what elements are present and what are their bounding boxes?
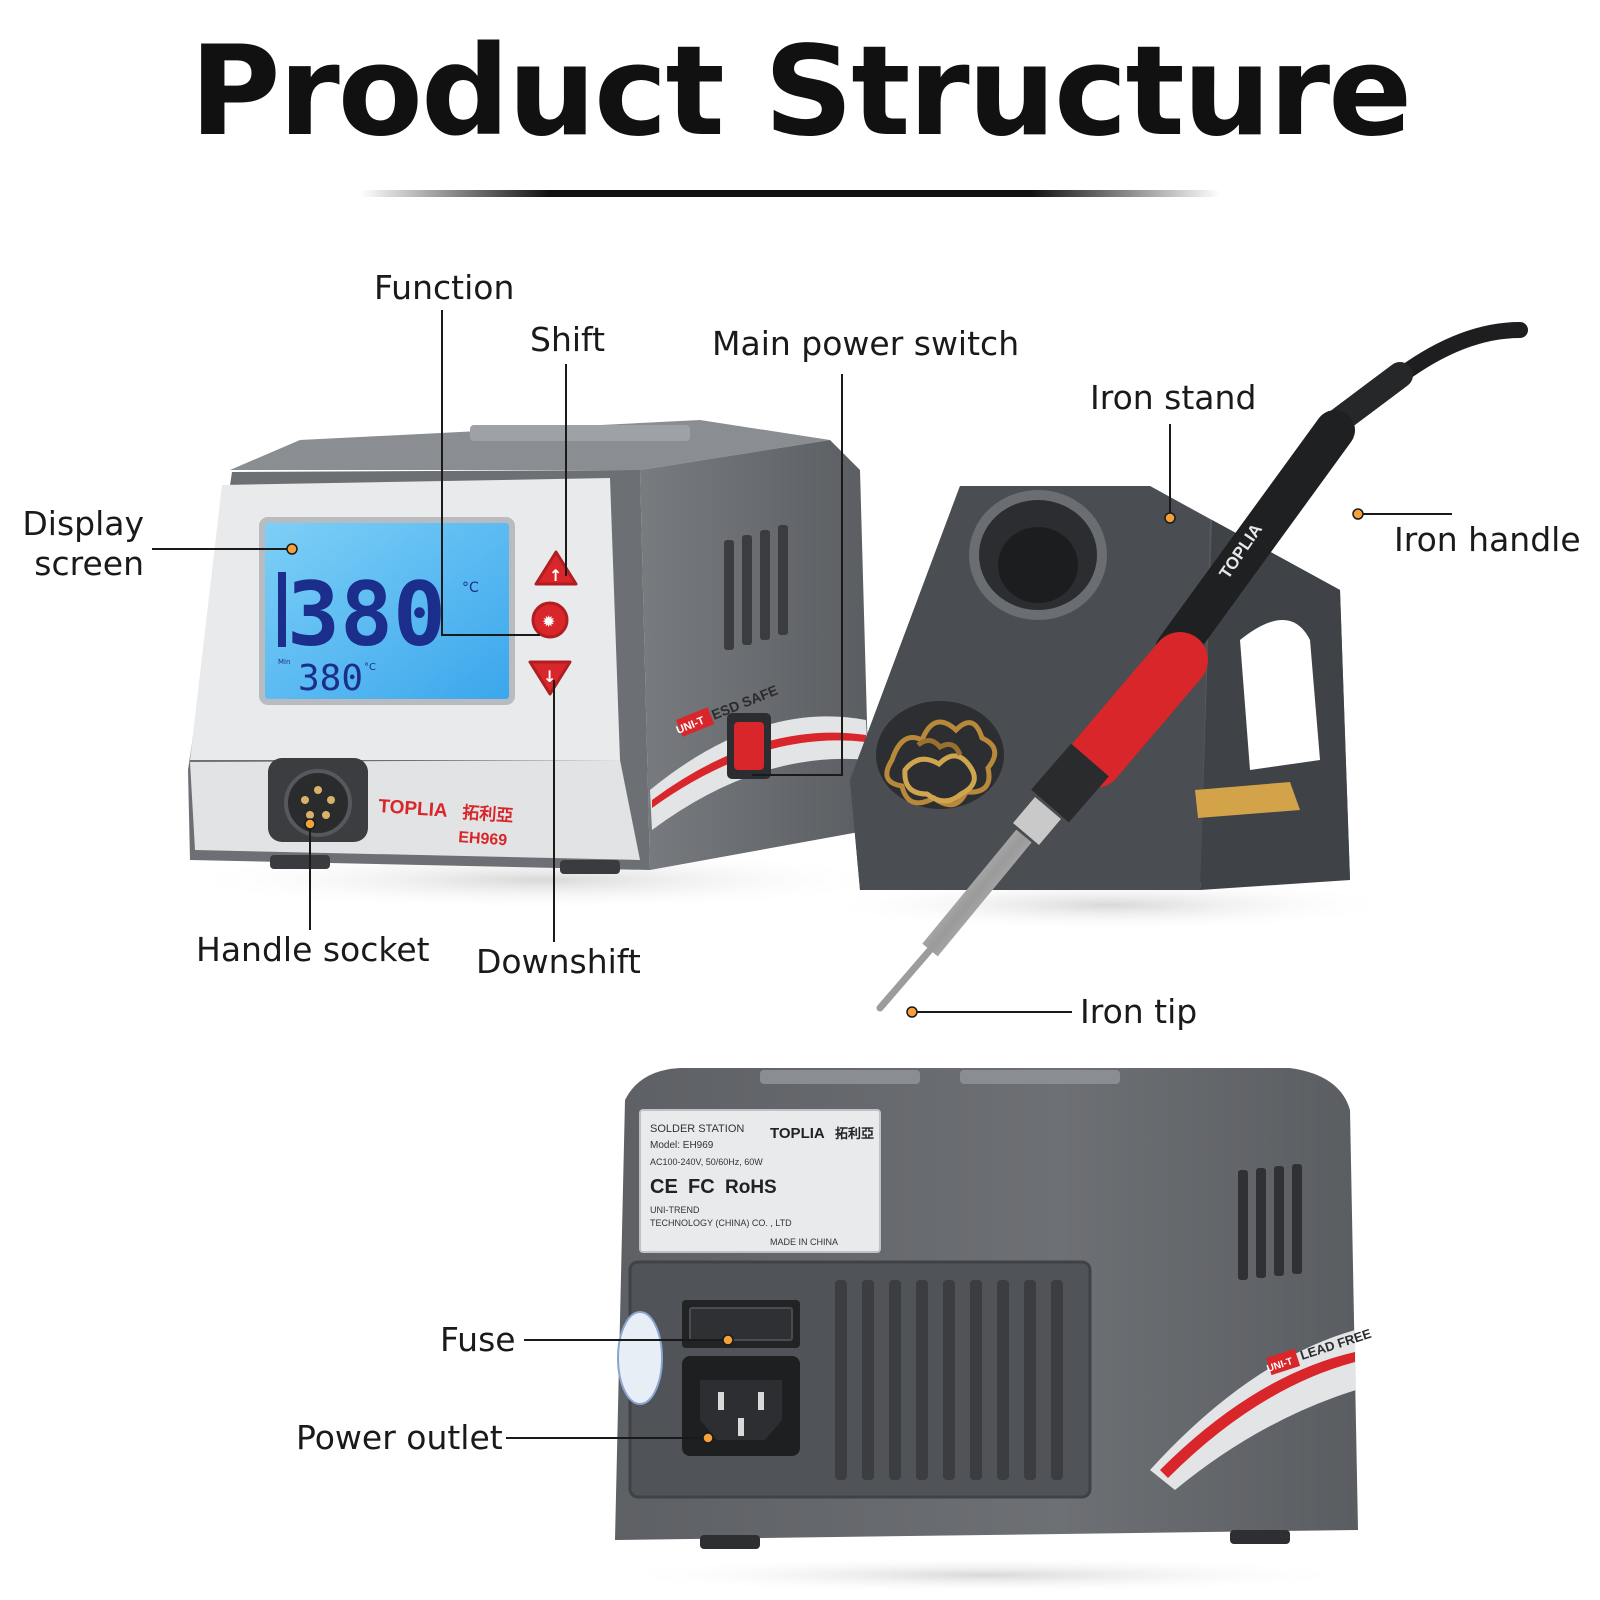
- main-power-switch-rocker[interactable]: [734, 722, 764, 770]
- callout-leaders: [152, 310, 1452, 1439]
- front-brand-text: TOPLIA: [378, 796, 449, 822]
- callout-function: Function: [374, 268, 515, 307]
- shift-arrow-icon: ↑: [549, 566, 562, 585]
- front-unit-foot-right: [560, 860, 620, 874]
- front-unit-shadow: [180, 850, 900, 910]
- dot-iron-tip: [906, 1006, 918, 1018]
- callout-power-outlet: Power outlet: [296, 1418, 503, 1457]
- label-rating: AC100-240V, 50/60Hz, 60W: [650, 1157, 763, 1167]
- downshift-button[interactable]: [528, 660, 572, 696]
- front-unit-side-vents: [724, 525, 788, 650]
- iron-stand-cradle-opening: [1240, 620, 1320, 770]
- dot-display-screen: [286, 543, 298, 555]
- callout-dots: [286, 508, 1364, 1444]
- iron-barrel: [922, 829, 1032, 957]
- front-model-text: EH969: [458, 829, 508, 849]
- qc-sticker: [617, 1311, 663, 1405]
- title-underline: [360, 190, 1220, 197]
- label-rohs-mark: RoHS: [725, 1177, 777, 1198]
- callout-iron-handle: Iron handle: [1394, 520, 1581, 559]
- function-button[interactable]: [531, 601, 569, 639]
- lcd-small-label: Min: [278, 658, 290, 666]
- label-product-line: SOLDER STATION: [650, 1123, 744, 1135]
- power-outlet-pin-left: [718, 1392, 724, 1410]
- front-unit-foot-left: [270, 855, 330, 869]
- callout-fuse: Fuse: [440, 1320, 516, 1359]
- callout-main-power-switch: Main power switch: [712, 324, 1020, 363]
- iron-nut: [1013, 797, 1061, 845]
- rear-unit-top-rib-right: [960, 1070, 1120, 1084]
- label-brand-cjk: 拓利亞: [835, 1126, 874, 1142]
- iron-strain-relief: [1327, 362, 1413, 433]
- front-unit-side-swoosh: [650, 716, 868, 830]
- rear-unit-side-red-stripe: [1160, 1352, 1355, 1478]
- lcd-main-unit: °C: [462, 580, 479, 596]
- front-side-badge: [676, 707, 715, 737]
- brass-wool: [884, 719, 998, 808]
- rear-station-unit: SOLDER STATION TOPLIA 拓利亞 Model: EH969 A…: [605, 1068, 1373, 1593]
- label-origin: MADE IN CHINA: [770, 1237, 838, 1247]
- handle-socket-pins: [301, 786, 335, 819]
- iron-holder-cup-inner: [998, 527, 1078, 603]
- front-station-unit: 380 °C 380 °C Min ↑ ✹ ↓ TOPLIA 拓利亞 E: [180, 420, 900, 910]
- dot-iron-handle: [1352, 508, 1364, 520]
- fuse-drawer[interactable]: [689, 1307, 793, 1341]
- label-ce-mark: CE: [650, 1176, 678, 1198]
- rear-spec-label: [639, 1109, 881, 1253]
- soldering-iron: TOPLIA: [876, 322, 1528, 1012]
- label-model: Model: EH969: [650, 1140, 714, 1151]
- callout-display-screen-line1: Display: [22, 504, 144, 543]
- front-brand-text-cjk: 拓利亞: [462, 802, 514, 827]
- leader-main-power-switch: [752, 374, 843, 776]
- callout-display-screen: Display screen: [18, 504, 144, 584]
- dot-power-outlet: [702, 1432, 714, 1444]
- callout-display-screen-line2: screen: [34, 544, 144, 583]
- callout-downshift: Downshift: [476, 942, 641, 981]
- rear-unit-foot-left: [700, 1535, 760, 1549]
- lcd-main-reading: 380: [287, 563, 446, 666]
- label-brand: TOPLIA: [770, 1125, 825, 1142]
- callout-shift: Shift: [530, 320, 606, 359]
- callout-handle-socket: Handle socket: [196, 930, 430, 969]
- iron-handle: [1155, 410, 1355, 670]
- power-outlet-pin-right: [758, 1392, 764, 1410]
- rear-side-badge: [1265, 1348, 1301, 1376]
- lcd-set-reading: 380: [298, 658, 363, 699]
- callout-iron-stand: Iron stand: [1090, 378, 1257, 417]
- front-unit-top-rib: [470, 425, 690, 441]
- rear-panel-vents: [835, 1280, 1063, 1480]
- label-fc-mark: FC: [688, 1176, 715, 1198]
- label-maker-1: UNI-TREND: [650, 1205, 700, 1215]
- rear-unit-side-vents: [1238, 1164, 1302, 1280]
- iron-tip: [876, 946, 934, 1012]
- sponge-tray: [1195, 782, 1300, 818]
- power-outlet-pin-ground: [738, 1418, 744, 1436]
- iron-stand: [820, 486, 1400, 931]
- dot-iron-stand: [1164, 512, 1176, 524]
- leader-function: [441, 310, 540, 636]
- dot-fuse: [722, 1334, 734, 1346]
- rear-unit-shadow: [605, 1557, 1365, 1593]
- label-maker-2: TECHNOLOGY (CHINA) CO. , LTD: [650, 1218, 792, 1228]
- lcd-bar-indicator: [278, 572, 286, 647]
- handle-socket[interactable]: [284, 769, 352, 837]
- display-screen: [259, 517, 515, 705]
- lcd-set-unit: °C: [364, 662, 376, 673]
- gear-icon: ✹: [542, 612, 555, 631]
- page-title: Product Structure: [189, 20, 1413, 164]
- iron-cable: [1387, 322, 1528, 388]
- dot-handle-socket: [304, 818, 316, 830]
- iron-collar: [1031, 743, 1109, 823]
- iron-red-grip: [1067, 632, 1208, 788]
- rear-unit-foot-right: [1230, 1530, 1290, 1544]
- rear-unit-top-rib-left: [760, 1070, 920, 1084]
- callout-iron-tip: Iron tip: [1080, 992, 1198, 1031]
